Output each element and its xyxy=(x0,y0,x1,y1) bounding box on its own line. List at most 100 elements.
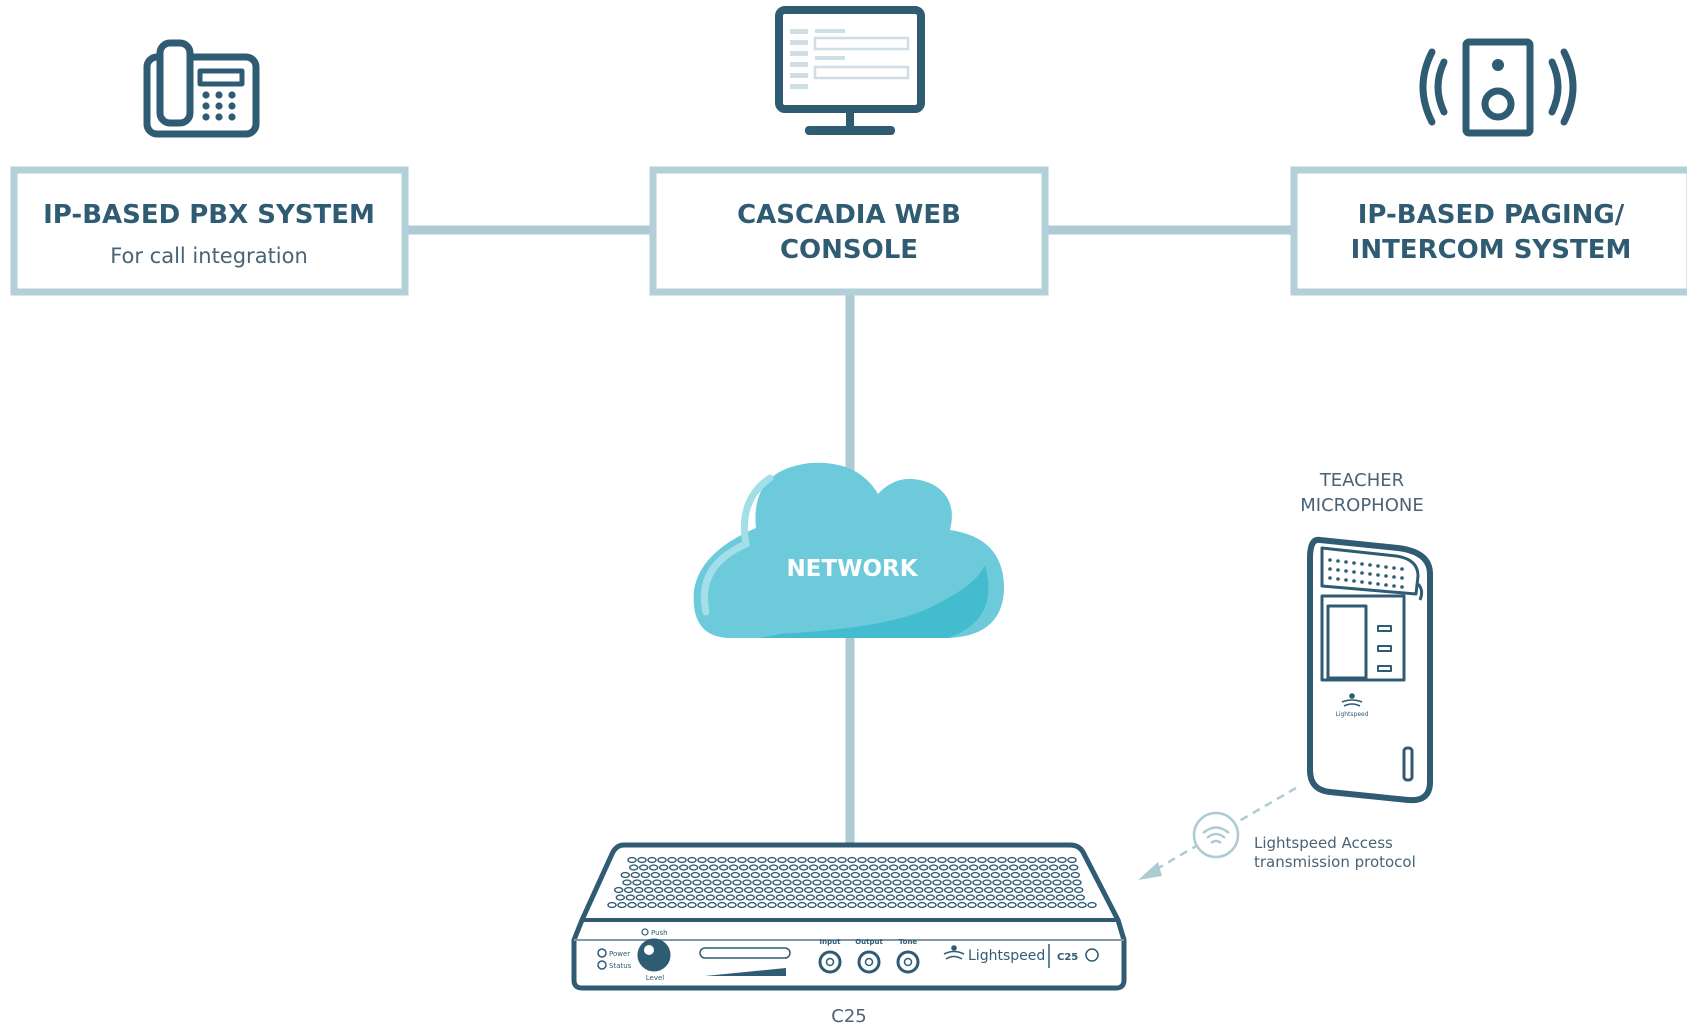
grille-hole xyxy=(687,856,697,864)
grille-hole xyxy=(1028,864,1039,871)
grille-hole xyxy=(817,856,827,864)
display-slot xyxy=(699,947,791,959)
grille-hole xyxy=(775,894,785,901)
grille-hole xyxy=(882,879,892,886)
grille-hole xyxy=(774,886,784,894)
grille-hole xyxy=(714,886,724,894)
grille-hole xyxy=(885,894,895,901)
grille-hole xyxy=(639,864,649,871)
grille-hole xyxy=(965,894,975,901)
grille-hole xyxy=(874,886,884,894)
grille-hole xyxy=(684,886,694,894)
grille-hole xyxy=(909,864,919,871)
grille-hole xyxy=(627,856,637,864)
grille-hole xyxy=(985,894,995,901)
grille-hole xyxy=(669,864,679,871)
grille-hole xyxy=(700,871,710,879)
grille-hole xyxy=(744,886,754,894)
grille-hole xyxy=(760,871,770,879)
level-wedge xyxy=(705,968,786,976)
grille-hole xyxy=(785,894,795,901)
grille-hole xyxy=(637,856,647,864)
grille-hole xyxy=(837,901,847,909)
grille-hole xyxy=(997,856,1007,864)
grille-hole xyxy=(804,886,814,894)
tone-jack xyxy=(896,950,920,974)
grille-hole xyxy=(780,871,790,879)
grille-hole xyxy=(1042,879,1052,886)
grille-hole xyxy=(672,879,682,886)
microphone-logo-icon xyxy=(1341,693,1363,707)
grille-hole xyxy=(635,894,645,901)
grille-hole xyxy=(989,864,999,871)
grille-hole xyxy=(679,864,689,871)
grille-hole xyxy=(1052,879,1062,886)
grille-hole xyxy=(789,864,799,871)
grille-hole xyxy=(932,879,942,886)
grille-hole xyxy=(984,886,994,894)
grille-hole xyxy=(845,894,855,901)
grille-hole xyxy=(680,871,690,879)
grille-hole xyxy=(690,871,700,879)
desk-phone-icon xyxy=(143,39,260,138)
grille-hole xyxy=(1000,871,1010,879)
grille-hole xyxy=(787,901,797,909)
grille-hole xyxy=(767,856,777,864)
grille-hole xyxy=(840,871,850,879)
wireless-label-line1: Lightspeed Access xyxy=(1254,834,1393,852)
grille-hole xyxy=(1023,886,1034,894)
grille-hole xyxy=(622,879,632,886)
grille-hole xyxy=(827,901,837,909)
wireless-label-line2: transmission protocol xyxy=(1254,853,1416,871)
grille-hole xyxy=(699,864,709,871)
grille-hole xyxy=(849,864,859,871)
grille-hole xyxy=(1070,871,1081,879)
grille-hole xyxy=(667,901,677,909)
grille-hole xyxy=(647,901,657,909)
output-jack xyxy=(857,950,881,974)
grille-hole xyxy=(827,856,837,864)
grille-hole xyxy=(959,864,969,871)
grille-hole xyxy=(625,894,635,901)
grille-hole xyxy=(732,879,742,886)
grille-hole xyxy=(899,864,909,871)
grille-hole xyxy=(817,901,827,909)
grille-hole xyxy=(655,894,665,901)
grille-hole xyxy=(904,886,914,894)
grille-hole xyxy=(879,864,889,871)
grille-hole xyxy=(614,886,624,894)
grille-hole xyxy=(825,894,835,901)
wireless-arrow-head xyxy=(1138,862,1162,880)
grille-hole xyxy=(670,871,680,879)
grille-hole xyxy=(649,864,659,871)
panel-level-label: Level xyxy=(646,974,665,982)
grille-hole xyxy=(855,894,865,901)
grille-hole xyxy=(630,871,640,879)
grille-hole xyxy=(1072,879,1082,886)
grille-hole xyxy=(937,901,947,909)
desktop-monitor-icon xyxy=(775,6,925,135)
grille-hole xyxy=(682,879,692,886)
teacher-microphone-device xyxy=(1307,536,1433,804)
grille-hole xyxy=(999,864,1009,871)
grille-hole xyxy=(750,871,760,879)
grille-hole xyxy=(924,886,934,894)
grille-hole xyxy=(820,871,830,879)
grille-hole xyxy=(644,886,654,894)
grille-hole xyxy=(1037,901,1047,909)
grille-hole xyxy=(869,864,879,871)
grille-hole xyxy=(634,886,644,894)
grille-hole xyxy=(657,856,667,864)
grille-hole xyxy=(745,894,755,901)
grille-hole xyxy=(1027,856,1037,864)
grille-hole xyxy=(707,901,717,909)
grille-hole xyxy=(1062,879,1072,886)
grille-hole xyxy=(692,879,702,886)
grille-hole xyxy=(792,879,802,886)
grille-hole xyxy=(1025,894,1036,901)
status-indicator xyxy=(597,960,607,970)
grille-hole xyxy=(947,856,957,864)
grille-hole xyxy=(929,864,939,871)
grille-hole xyxy=(875,894,885,901)
grille-hole xyxy=(814,886,824,894)
